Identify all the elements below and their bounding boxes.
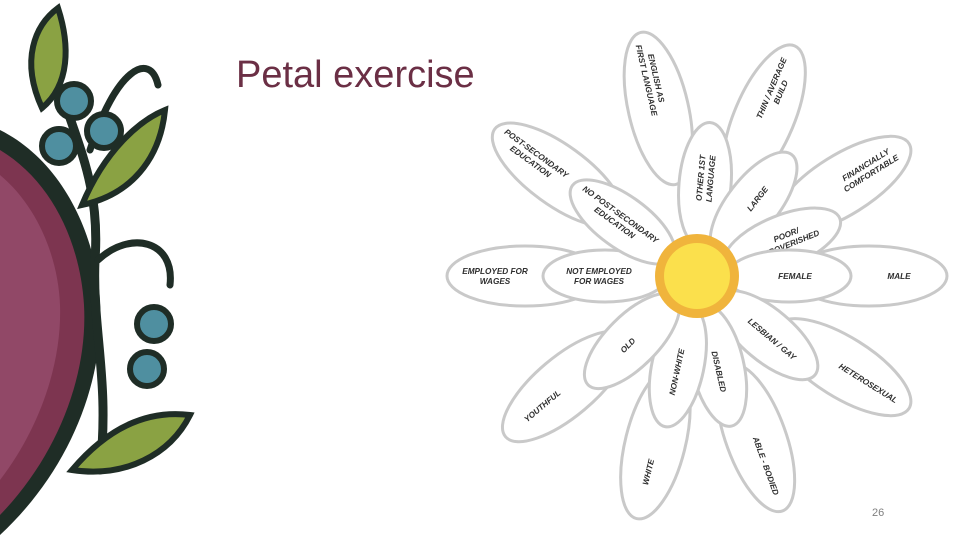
- stem-curl: [94, 239, 174, 289]
- berry: [127, 349, 167, 389]
- berry: [54, 81, 94, 121]
- berry: [84, 111, 124, 151]
- leaf-mid: [77, 105, 169, 210]
- flower-center-inner: [664, 243, 730, 309]
- outer-petal-label: EMPLOYED FOR: [462, 267, 528, 276]
- inner-petal-label: NOT EMPLOYED: [566, 267, 632, 276]
- slide-title: Petal exercise: [236, 54, 475, 96]
- inner-petal-label: FEMALE: [778, 272, 812, 281]
- bud-highlight: [0, 175, 61, 480]
- page-number: 26: [872, 507, 885, 519]
- inner-petal: LESBIAN / GAY: [715, 289, 820, 382]
- inner-petal-label: LANGUAGE: [704, 155, 717, 203]
- outer-petal-label: MALE: [887, 272, 911, 281]
- leaf-bottom: [66, 411, 195, 475]
- berry: [39, 126, 79, 166]
- inner-petal-label: FOR WAGES: [574, 277, 625, 286]
- berry: [134, 304, 174, 344]
- inner-petal-label: OTHER 1ST: [695, 154, 708, 202]
- inner-petal: FEMALE: [725, 248, 853, 304]
- outer-petal-label: WAGES: [480, 277, 511, 286]
- outer-petal-shape: [622, 30, 694, 187]
- leaf-top: [28, 3, 69, 113]
